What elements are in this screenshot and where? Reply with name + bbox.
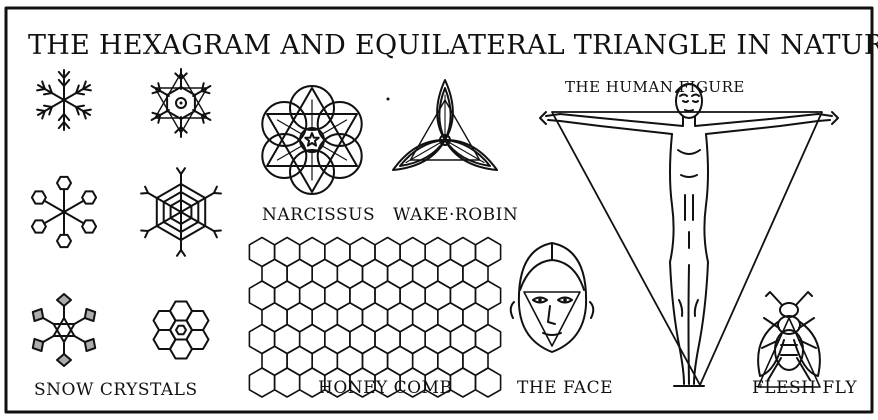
snow-crystals-label: SNOW CRYSTALS [34,380,198,400]
human-figure-label: THE HUMAN FIGURE [565,78,745,96]
snowflake-icon [37,70,91,130]
snowflake-icon [152,69,211,137]
snowflake-icon [32,177,96,247]
honey-comb-label: HONEY COMB [318,378,453,398]
flesh-fly-icon [758,292,820,387]
wake-robin-flower-icon [393,80,497,170]
honeycomb-icon [249,238,500,398]
snowflake-icon [33,294,95,366]
narcissus-flower-icon [262,86,361,194]
flesh-fly-label: FLESH FLY [752,378,857,398]
plate-title: THE HEXAGRAM AND EQUILATERAL TRIANGLE IN… [28,30,878,61]
face-icon [511,243,594,352]
snowflake-icon [141,168,221,256]
snowflake-icon [154,302,209,359]
the-face-label: THE FACE [517,378,613,398]
narcissus-label: NARCISSUS [262,205,375,225]
wake-robin-label: WAKE·ROBIN [393,205,518,225]
